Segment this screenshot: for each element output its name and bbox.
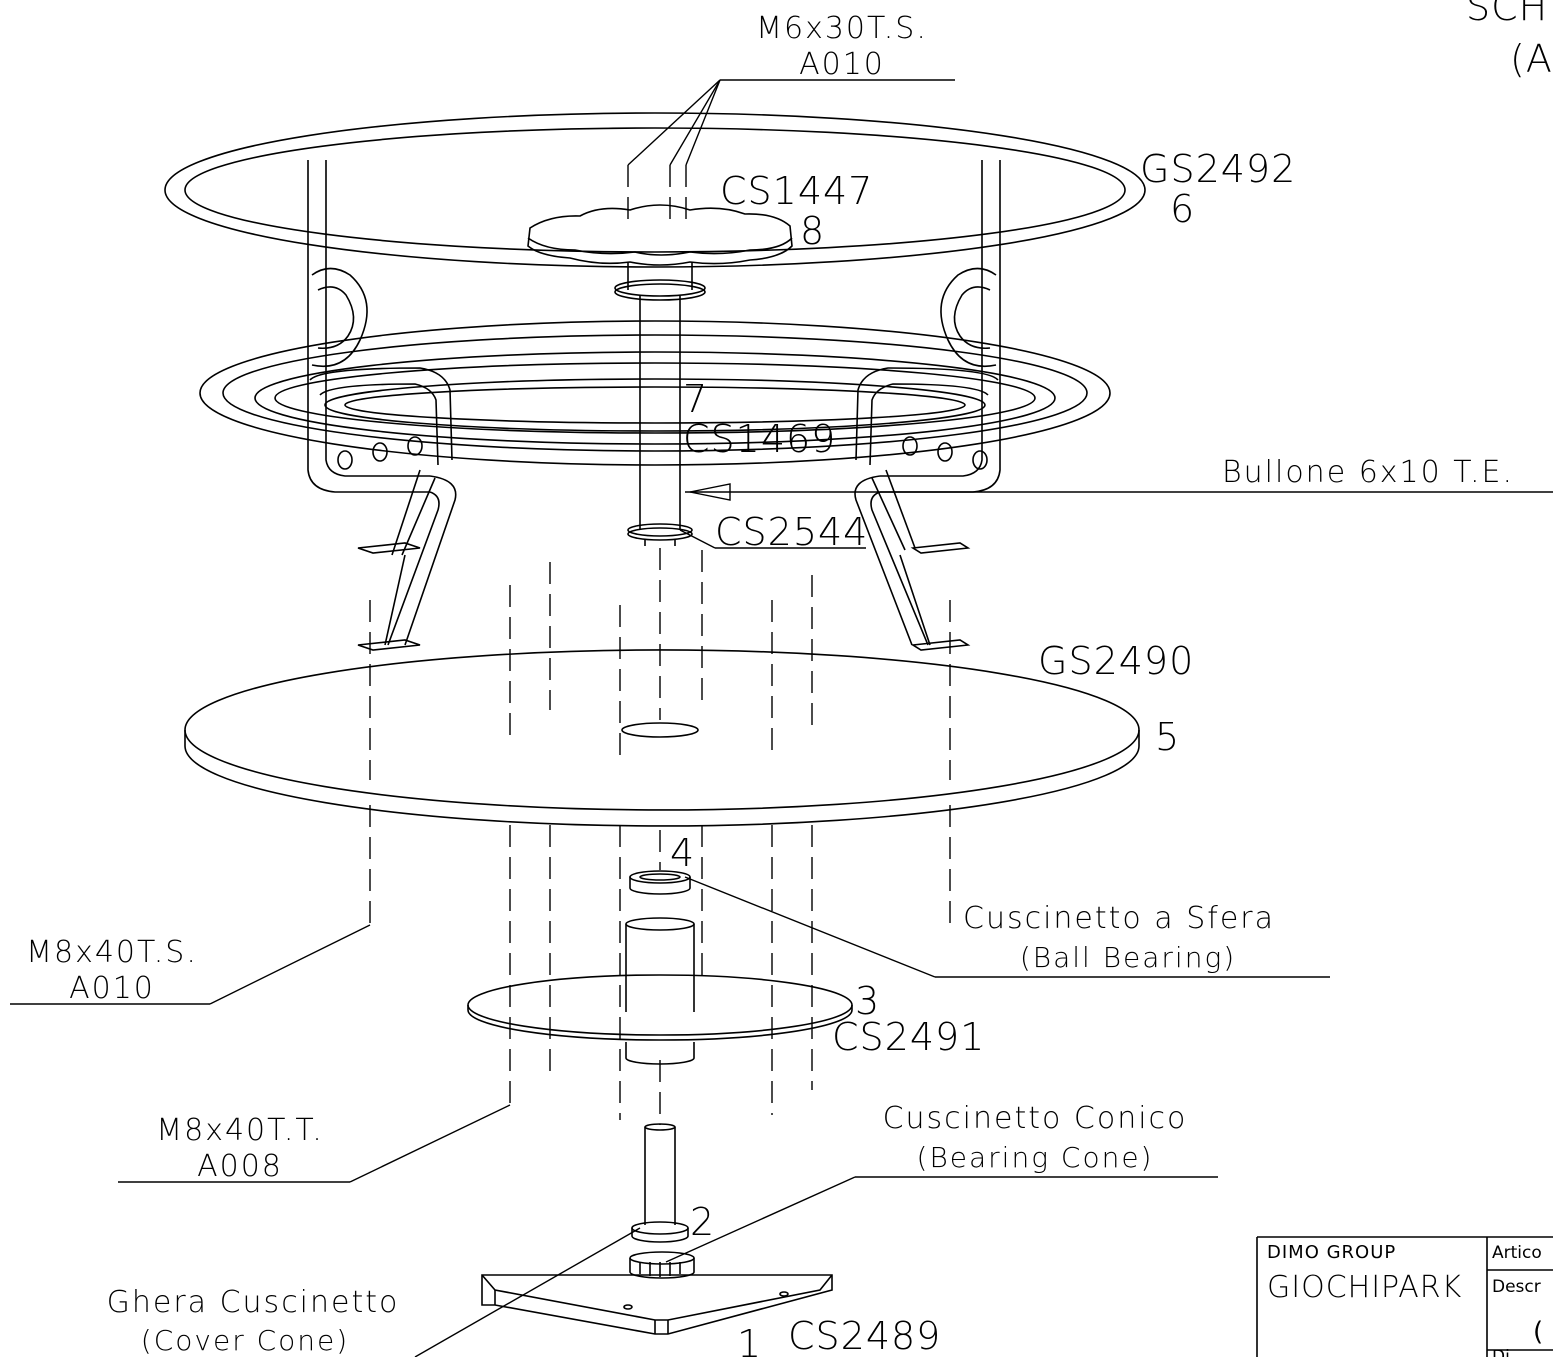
- bearing-cone-label: Cuscinetto Conico: [883, 1101, 1188, 1136]
- screw-top-code: A010: [799, 47, 885, 82]
- screw-ts-spec: M8x40T.S.: [26, 935, 198, 970]
- title-block-paren: (: [1533, 1317, 1543, 1347]
- seat-code: CS1447: [720, 169, 873, 213]
- leader-lines: [10, 79, 1553, 1357]
- bearing-number: 4: [670, 831, 695, 875]
- title-heading-2: (A: [1510, 37, 1553, 81]
- base-number: 1: [737, 1322, 762, 1357]
- shaft-number: 2: [690, 1200, 715, 1244]
- cover-cone-label: Ghera Cuscinetto: [107, 1285, 400, 1320]
- bench-rings: [199, 320, 1111, 466]
- collar-code: CS2544: [715, 510, 868, 554]
- handrail-code: GS2492: [1140, 147, 1296, 191]
- ball-bearing: [629, 870, 691, 895]
- title-block-company: DIMO GROUP: [1267, 1242, 1396, 1263]
- cover-cone-translation: (Cover Cone): [141, 1324, 349, 1357]
- bolt-label: Bullone 6x10 T.E.: [1222, 455, 1514, 490]
- left-seat-frame: [307, 160, 457, 651]
- platform-disk: [184, 649, 1140, 827]
- column-code: CS1469: [683, 417, 836, 461]
- ball-bearing-label: Cuscinetto a Sfera: [963, 901, 1275, 936]
- title-block-article: Artico: [1492, 1243, 1542, 1263]
- right-seat-frame: [854, 160, 1001, 651]
- screw-tt-code: A008: [197, 1149, 283, 1184]
- title-block-description: Descr: [1492, 1277, 1541, 1297]
- base-shaft: [481, 1123, 833, 1335]
- hub: [467, 917, 853, 1065]
- bearing-cone-translation: (Bearing Cone): [917, 1141, 1154, 1174]
- hub-number: 3: [855, 979, 880, 1023]
- seat-number: 8: [800, 209, 825, 253]
- handrail-ring: [164, 112, 1146, 268]
- column-number: 7: [683, 377, 708, 421]
- screw-top-spec: M6x30T.S.: [756, 11, 928, 46]
- screw-ts-code: A010: [69, 971, 155, 1006]
- platform-code: GS2490: [1038, 639, 1194, 683]
- title-block-brand: GIOCHIPARK: [1267, 1270, 1462, 1305]
- base-code: CS2489: [788, 1314, 941, 1357]
- column: [614, 279, 706, 546]
- hub-code: CS2491: [832, 1015, 985, 1059]
- handrail-number: 6: [1170, 187, 1195, 231]
- ball-bearing-translation: (Ball Bearing): [1020, 941, 1236, 974]
- assembly-guides: [369, 165, 951, 1125]
- platform-number: 5: [1155, 715, 1180, 759]
- title-block-frame: [1256, 1236, 1553, 1357]
- screw-tt-spec: M8x40T.T.: [156, 1113, 324, 1148]
- title-block-bottom: Di: [1492, 1347, 1510, 1357]
- title-heading-1: SCH: [1466, 0, 1548, 29]
- top-seat: [527, 204, 793, 290]
